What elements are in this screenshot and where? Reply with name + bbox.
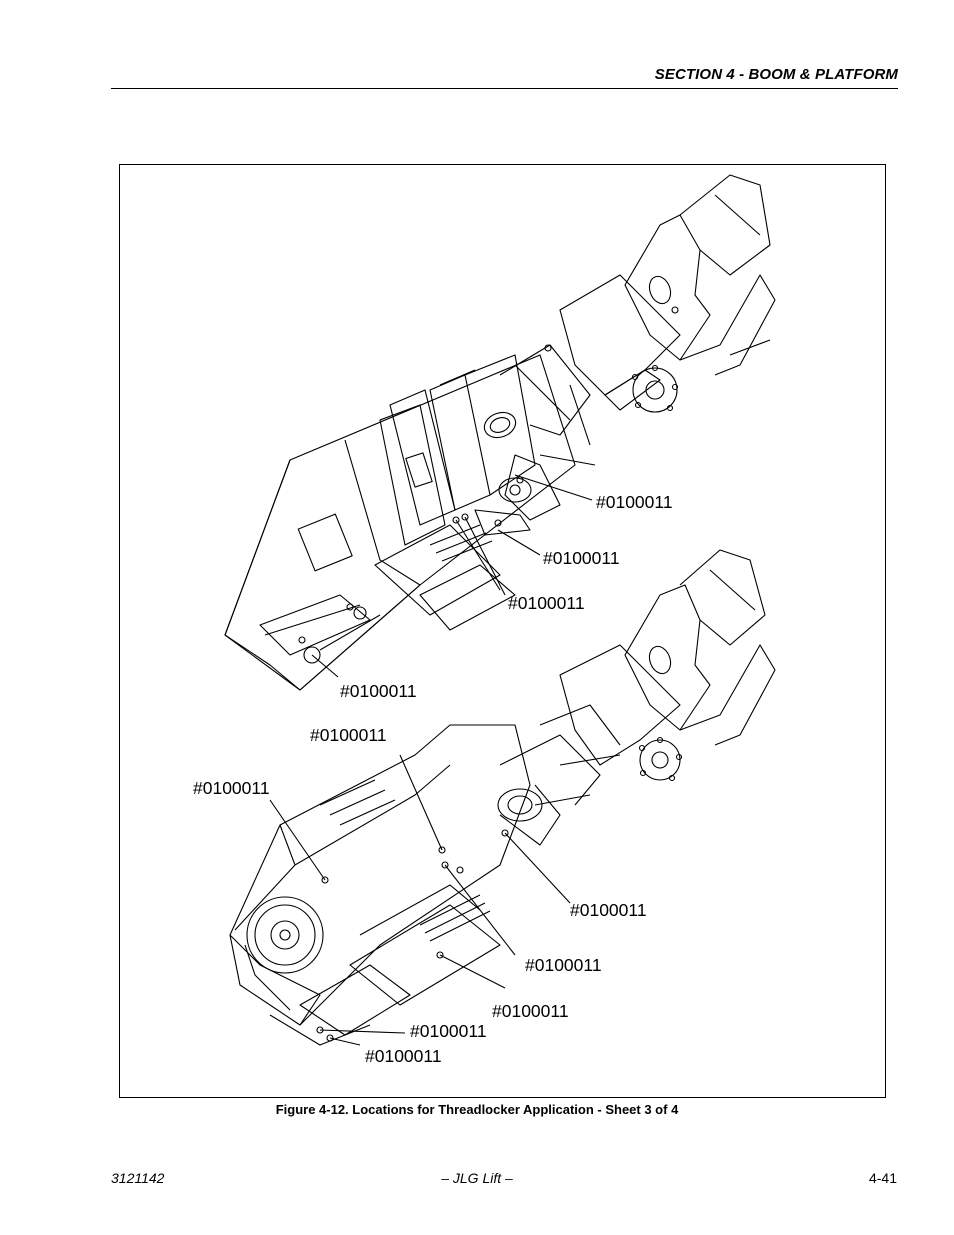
boom-illustration [224,174,776,1046]
upper-boom-drawing [224,174,776,691]
callout-label: #0100011 [596,492,673,512]
figure-caption: Figure 4-12. Locations for Threadlocker … [275,1102,679,1117]
callout-label: #0100011 [410,1021,487,1041]
doc-number: 3121142 [111,1170,165,1186]
callout-label: #0100011 [365,1046,442,1066]
header-rule [111,88,898,89]
callout-label: #0100011 [570,900,647,920]
callout-label: #0100011 [492,1001,569,1021]
section-title: SECTION 4 - BOOM & PLATFORM [654,66,898,83]
callout-label: #0100011 [525,955,602,975]
callout-label: #0100011 [340,681,417,701]
callout-label: #0100011 [543,548,620,568]
footer-brand: – JLG Lift – [441,1170,513,1186]
callout-label: #0100011 [193,778,270,798]
callout-label: #0100011 [508,593,585,613]
page-number: 4-41 [868,1170,897,1186]
figure-frame: #0100011 #0100011 #0100011 #0100011 #010… [119,164,886,1098]
lower-boom-drawing [229,549,776,1046]
callout-label: #0100011 [310,725,387,745]
